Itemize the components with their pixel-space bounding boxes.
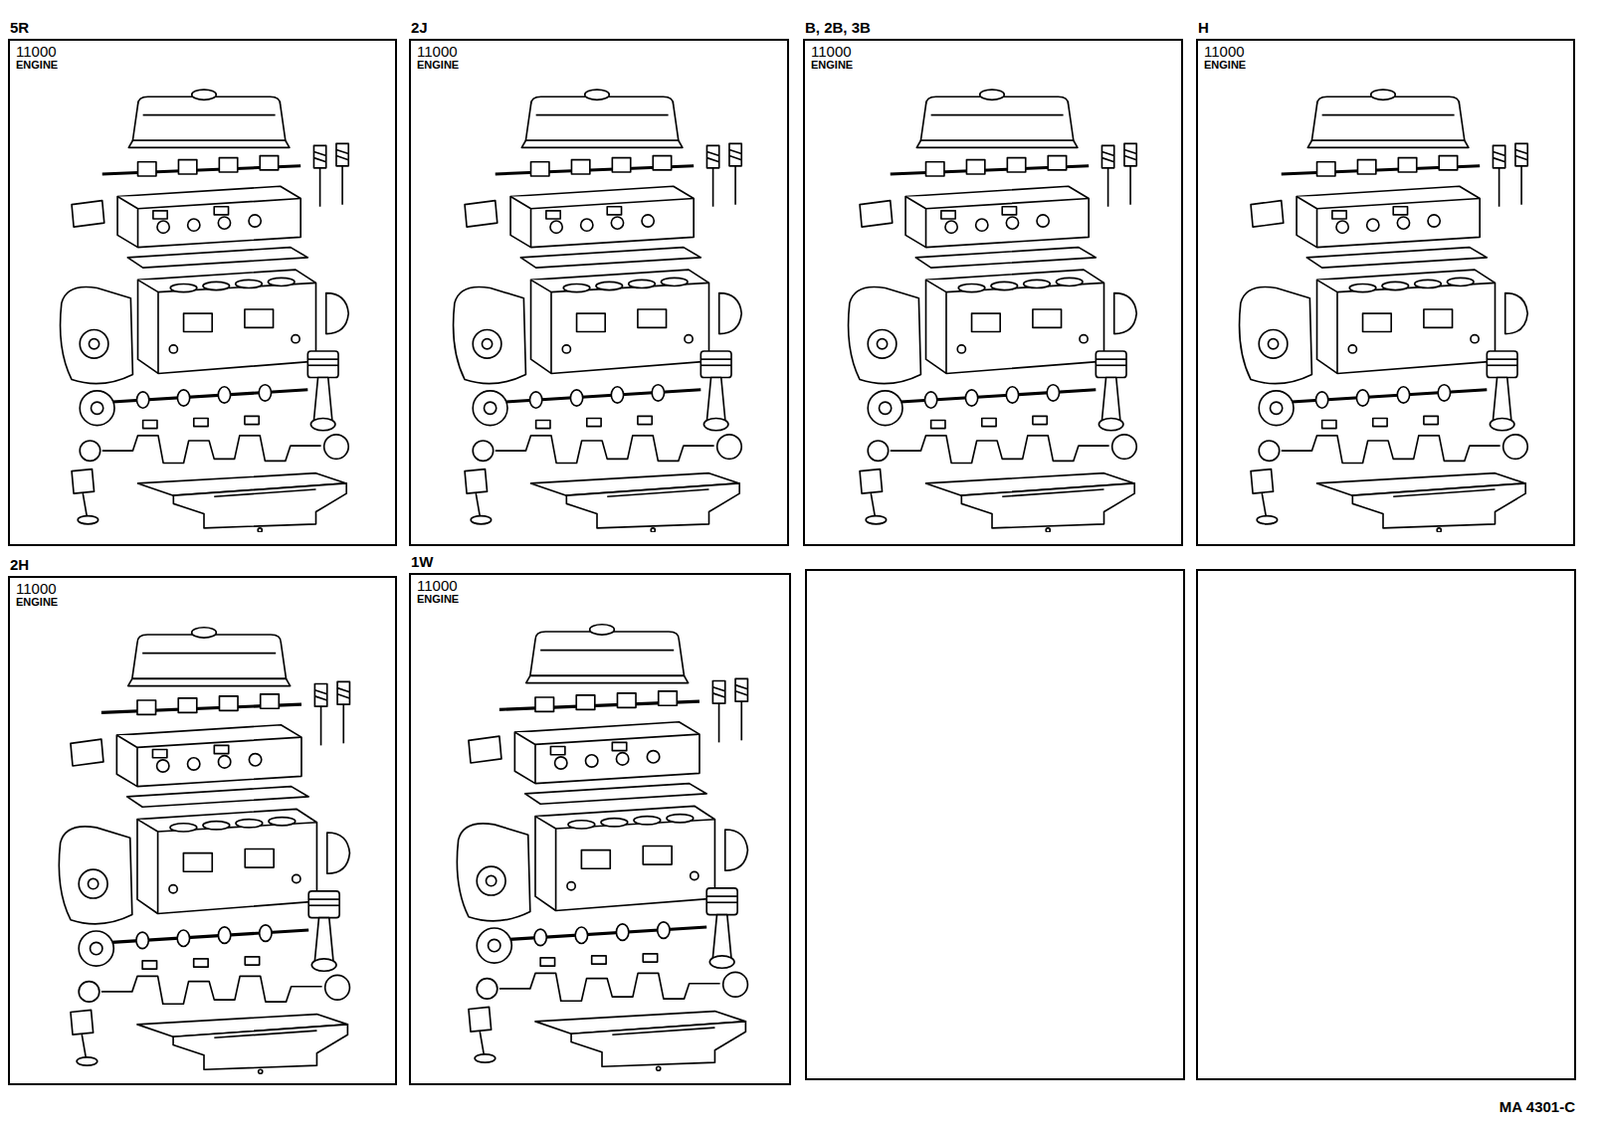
engine-code-heading: 1W [410,553,434,571]
catalog-panel: 2J11000ENGINE [408,38,790,547]
engine-exploded-view [453,89,743,533]
catalog-panel: H11000ENGINE [1196,38,1576,547]
part-number: 11000 [1203,43,1247,59]
engine-code-heading: H [1198,18,1209,36]
catalog-panel: B, 2B, 3B11000ENGINE [802,38,1184,547]
engine-exploded-view [848,89,1138,533]
engine-code-heading: B, 2B, 3B [804,18,871,36]
part-name: ENGINE [810,58,855,71]
engine-exploded-view [58,627,350,1075]
figure-code: MA 4301-C [1499,1098,1576,1116]
part-name: ENGINE [15,596,60,608]
catalog-panel: 2H11000ENGINE [7,576,398,1086]
part-number: 11000 [810,43,854,59]
part-name: ENGINE [416,58,461,71]
engine-exploded-view [60,89,350,533]
part-name: ENGINE [1203,58,1248,71]
part-name: ENGINE [15,58,60,71]
part-number: 11000 [416,43,460,59]
engine-exploded-view [1239,89,1529,533]
engine-code-heading: 2H [9,556,29,574]
empty-panel [805,570,1185,1080]
part-name: ENGINE [416,593,461,605]
engine-code-heading: 2J [410,18,428,36]
part-number: 11000 [416,578,460,594]
catalog-panel: 5R11000ENGINE [7,38,398,547]
engine-exploded-view [456,624,748,1072]
catalog-panel: 1W11000ENGINE [408,573,792,1086]
part-number: 11000 [15,581,59,597]
empty-panel [1197,570,1576,1080]
engine-code-heading: 5R [9,18,29,36]
part-number: 11000 [15,43,59,59]
